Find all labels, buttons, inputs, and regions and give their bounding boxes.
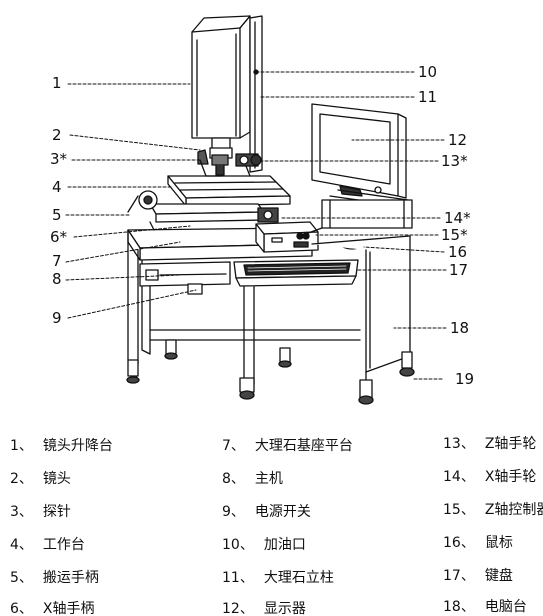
legend-label: 鼠标: [484, 535, 513, 551]
legend-label: X轴手轮: [484, 469, 537, 485]
legend-num: 17、: [443, 568, 475, 584]
callout-3: 3*: [50, 150, 68, 168]
legend-item-4: 4、工作台: [10, 534, 85, 554]
callout-5: 5: [52, 206, 62, 224]
callout-9: 9: [52, 309, 62, 327]
callout-16: 16: [448, 243, 468, 261]
callout-14: 14*: [444, 209, 471, 227]
callout-12: 12: [448, 131, 468, 149]
main-unit: [139, 261, 231, 295]
callout-19: 19: [455, 370, 475, 388]
legend-num: 9、: [222, 504, 245, 520]
legend-label: 镜头升降台: [42, 438, 113, 454]
legend-item-14: 14、 X轴手轮: [443, 466, 536, 486]
legend-num: 7、: [222, 438, 245, 454]
legend-label: X轴手柄: [42, 601, 95, 616]
legend-label: Z轴手轮: [484, 436, 537, 452]
callout-1: 1: [52, 74, 62, 92]
legend-label: 主机: [254, 471, 283, 487]
callout-10: 10: [418, 63, 438, 81]
legend-label: 电脑台: [484, 599, 527, 615]
legend-item-7: 7、大理石基座平台: [222, 435, 353, 455]
legend-num: 15、: [443, 502, 475, 518]
legend-label: 工作台: [42, 537, 85, 553]
legend-item-10: 10、加油口: [222, 534, 306, 554]
legend-item-16: 16、鼠标: [443, 532, 513, 552]
legend-num: 10、: [222, 537, 254, 553]
legend-num: 3、: [10, 504, 33, 520]
z-axis-controller: [255, 221, 319, 253]
lens-lift-column: [191, 15, 251, 153]
granite-upright: [249, 15, 263, 173]
legend-item-2: 2、镜头: [10, 468, 71, 488]
legend-num: 13、: [443, 436, 475, 452]
callout-13: 13*: [441, 152, 468, 170]
legend-num: 1、: [10, 438, 33, 454]
legend-item-9: 9、电源开关: [222, 501, 311, 521]
legend-label: 键盘: [484, 568, 513, 584]
legend-item-15: 15、 Z轴控制器: [443, 499, 543, 519]
legend-num: 12、: [222, 601, 254, 616]
legend-item-3: 3、探针: [10, 501, 71, 521]
legend-item-17: 17、键盘: [443, 565, 513, 585]
legend-item-18: 18、电脑台: [443, 596, 527, 616]
callout-11: 11: [418, 88, 438, 106]
monitor: [311, 103, 409, 207]
legend-label: 镜头: [42, 471, 71, 487]
legend-label: 大理石立柱: [263, 570, 334, 586]
keyboard-tray: [233, 259, 359, 287]
monitor-shelf: [299, 199, 413, 237]
legend-num: 5、: [10, 570, 33, 586]
legend-item-8: 8、主机: [222, 468, 283, 488]
callout-2: 2: [52, 126, 62, 144]
legend-num: 14、: [443, 469, 475, 485]
legend-item-6: 6、 X轴手柄: [10, 598, 95, 616]
callout-6: 6*: [50, 228, 68, 246]
legend-label: 显示器: [263, 601, 306, 616]
legend-item-5: 5、搬运手柄: [10, 567, 99, 587]
legend-item-12: 12、显示器: [222, 598, 306, 616]
worktable: [167, 159, 291, 207]
x-axis-rail: [127, 190, 279, 223]
legend-item-11: 11、大理石立柱: [222, 567, 334, 587]
callout-15: 15*: [441, 226, 468, 244]
legend-num: 6、: [10, 601, 33, 616]
legend-item-13: 13、 Z轴手轮: [443, 433, 536, 453]
legend-num: 8、: [222, 471, 245, 487]
legend-label: 大理石基座平台: [254, 438, 353, 454]
lens-assembly: [197, 147, 262, 176]
legend-num: 11、: [222, 570, 254, 586]
legend-num: 2、: [10, 471, 33, 487]
legend-num: 18、: [443, 599, 475, 615]
callout-18: 18: [450, 319, 470, 337]
legend-label: 搬运手柄: [42, 570, 99, 586]
callout-8: 8: [52, 270, 62, 288]
legend-num: 16、: [443, 535, 475, 551]
legend-num: 4、: [10, 537, 33, 553]
legend-label: 探针: [42, 504, 71, 520]
leader-lines: [65, 71, 447, 380]
callout-7: 7: [52, 252, 62, 270]
legend-label: 电源开关: [254, 504, 311, 520]
legend-label: 加油口: [263, 537, 306, 553]
callout-4: 4: [52, 178, 62, 196]
legend-item-1: 1、镜头升降台: [10, 435, 113, 455]
callout-17: 17: [449, 261, 469, 279]
legend-label: Z轴控制器: [484, 502, 543, 518]
